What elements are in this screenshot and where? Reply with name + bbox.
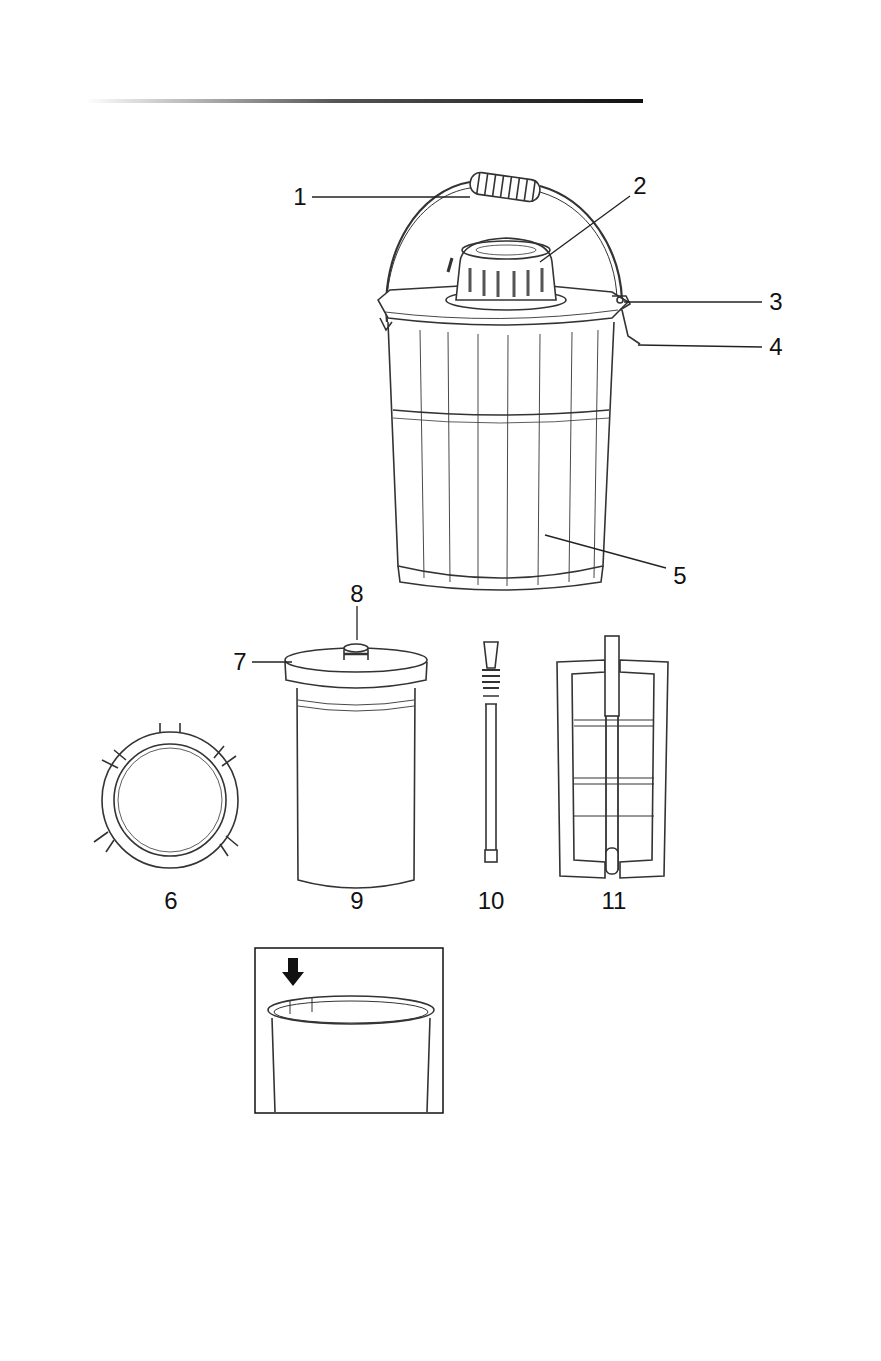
drive-rod: [482, 642, 500, 862]
ice-cream-maker: [378, 171, 640, 590]
dasher: [557, 636, 668, 878]
callout-number: 4: [769, 335, 782, 359]
drive-ring: [94, 723, 238, 868]
callout-number: 11: [602, 889, 627, 913]
callout-number: 1: [293, 185, 306, 209]
callout-number: 5: [673, 564, 686, 588]
callout-number: 2: [633, 174, 646, 198]
callout-number: 9: [350, 889, 363, 913]
callout-number: 3: [769, 290, 782, 314]
callout-number: 6: [164, 889, 177, 913]
callout-number: 10: [478, 889, 505, 913]
callout-number: 8: [350, 582, 363, 606]
canister: [285, 644, 427, 888]
leader-lines: [252, 196, 762, 662]
detail-inset: [255, 948, 443, 1113]
callout-number: 7: [233, 650, 246, 674]
header-rule: [85, 99, 643, 103]
